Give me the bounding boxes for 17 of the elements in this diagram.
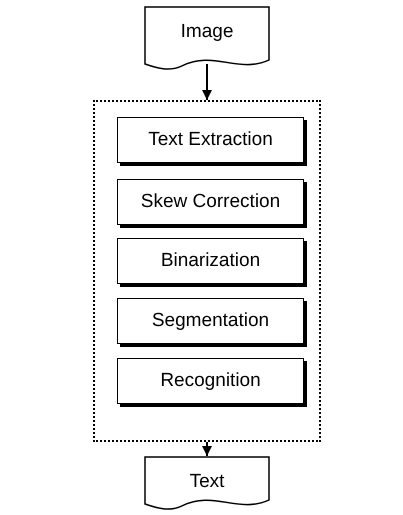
process-box (117, 298, 304, 344)
node-label: Text Extraction (148, 128, 273, 152)
process-box (117, 238, 304, 284)
process-box (117, 358, 304, 404)
node-label: Segmentation (152, 309, 270, 333)
node-label: Binarization (160, 249, 260, 273)
node-label: Skew Correction (140, 190, 280, 214)
process-box (117, 179, 304, 225)
document-shape (144, 6, 270, 72)
process-box (117, 117, 304, 163)
document-shape (144, 456, 270, 512)
arrow (202, 64, 212, 100)
node-label: Recognition (160, 369, 261, 393)
node-label: Text (190, 470, 224, 494)
arrow (202, 442, 212, 456)
dotted-group-box (93, 100, 321, 442)
node-label: Image (180, 20, 234, 44)
